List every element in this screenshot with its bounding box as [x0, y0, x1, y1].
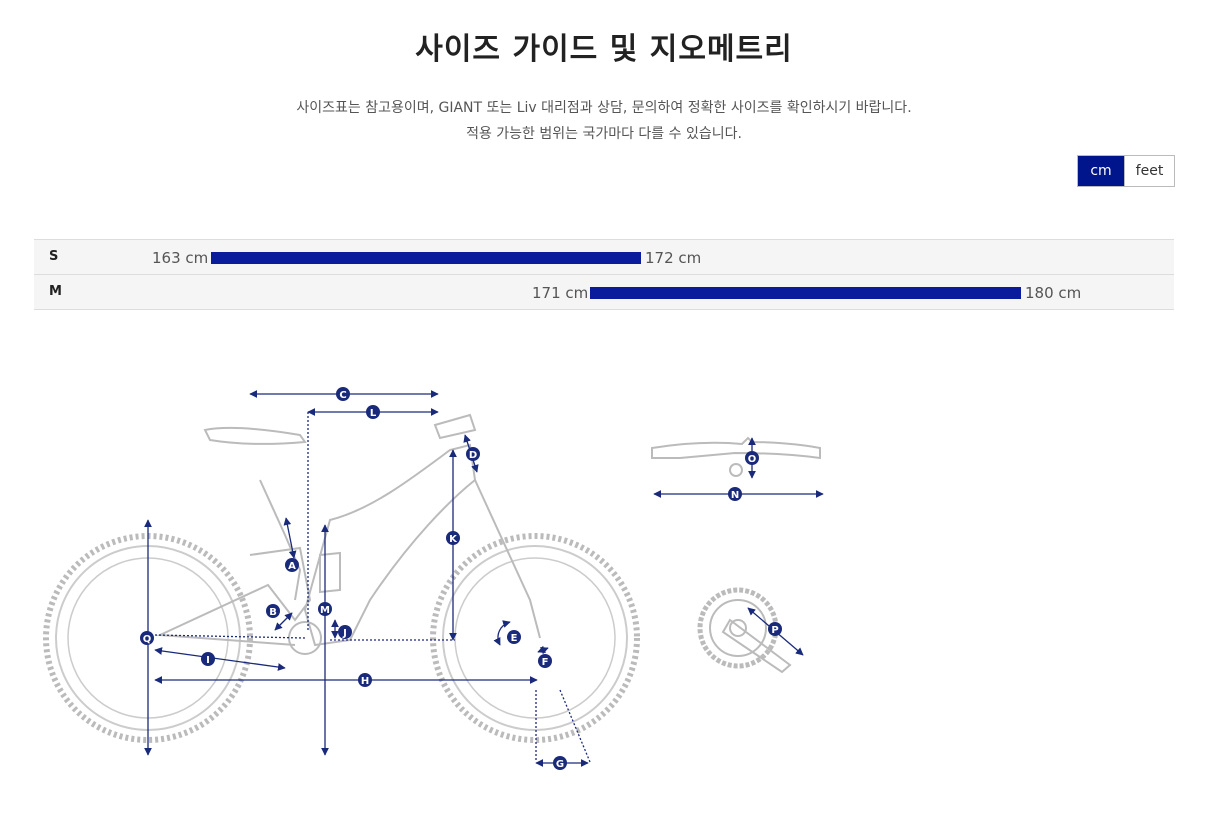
- svg-text:F: F: [542, 657, 549, 668]
- geometry-label-G: G: [553, 756, 567, 770]
- size-range-table: S 163 cm 172 cm M 171 cm 180 cm: [34, 239, 1174, 310]
- geometry-label-M: M: [318, 602, 332, 616]
- size-guide-description: 사이즈표는 참고용이며, GIANT 또는 Liv 대리점과 상담, 문의하여 …: [0, 95, 1208, 147]
- bike-frame: [156, 413, 541, 655]
- height-min-label: 163 cm: [152, 249, 209, 267]
- description-line-2: 적용 가능한 범위는 국가마다 다를 수 있습니다.: [466, 126, 742, 142]
- svg-text:E: E: [511, 633, 518, 644]
- svg-text:Q: Q: [143, 634, 152, 645]
- svg-text:B: B: [269, 607, 277, 618]
- height-range-bar: [590, 287, 1021, 299]
- svg-text:D: D: [469, 450, 477, 461]
- unit-feet-button[interactable]: feet: [1124, 156, 1174, 186]
- svg-text:N: N: [731, 490, 739, 501]
- svg-text:G: G: [556, 759, 564, 770]
- geometry-label-O: O: [745, 451, 759, 465]
- geometry-label-I: I: [201, 652, 215, 666]
- geometry-label-E: E: [507, 630, 521, 644]
- geometry-label-K: K: [446, 531, 460, 545]
- svg-text:I: I: [206, 655, 210, 666]
- height-range-bar: [211, 252, 641, 264]
- size-row-s: S 163 cm 172 cm: [34, 239, 1174, 274]
- height-min-label: 171 cm: [532, 284, 589, 302]
- geometry-label-L: L: [366, 405, 380, 419]
- size-label: M: [49, 284, 62, 299]
- geometry-label-Q: Q: [140, 631, 154, 645]
- geometry-label-H: H: [358, 673, 372, 687]
- size-label: S: [49, 249, 59, 264]
- svg-text:P: P: [771, 625, 778, 636]
- svg-text:K: K: [449, 534, 458, 545]
- svg-text:M: M: [320, 605, 330, 616]
- svg-text:O: O: [748, 454, 757, 465]
- description-line-1: 사이즈표는 참고용이며, GIANT 또는 Liv 대리점과 상담, 문의하여 …: [296, 100, 912, 116]
- svg-text:J: J: [342, 628, 347, 639]
- geometry-label-C: C: [336, 387, 350, 401]
- geometry-diagram: C L D K A M B J Q I H E F G O N P: [43, 387, 824, 770]
- unit-cm-button[interactable]: cm: [1078, 156, 1124, 186]
- height-max-label: 180 cm: [1025, 284, 1082, 302]
- geometry-label-J: J: [338, 625, 352, 639]
- page-title: 사이즈 가이드 및 지오메트리: [415, 32, 793, 67]
- geometry-label-N: N: [728, 487, 742, 501]
- svg-text:C: C: [339, 390, 346, 401]
- geometry-label-P: P: [768, 622, 782, 636]
- dimension-lines: [144, 390, 824, 767]
- geometry-label-B: B: [266, 604, 280, 618]
- size-row-m: M 171 cm 180 cm: [34, 274, 1174, 310]
- handlebar-diagram: [651, 436, 821, 477]
- geometry-label-D: D: [466, 447, 480, 461]
- front-wheel: [430, 533, 640, 743]
- geometry-label-F: F: [538, 654, 552, 668]
- geometry-label-A: A: [285, 558, 299, 572]
- unit-toggle: cm feet: [1077, 155, 1175, 187]
- svg-text:A: A: [288, 561, 296, 572]
- svg-text:H: H: [361, 676, 369, 687]
- svg-text:L: L: [370, 408, 377, 419]
- height-max-label: 172 cm: [645, 249, 702, 267]
